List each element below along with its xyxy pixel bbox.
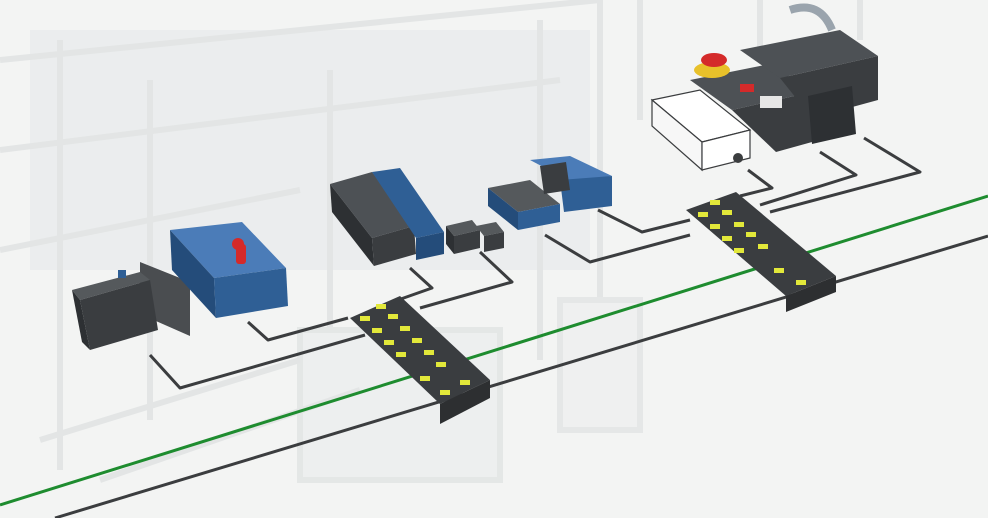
door-handle-actuator	[740, 3, 878, 144]
safety-tongue-interlock	[530, 156, 612, 212]
io-module-left	[350, 296, 490, 424]
estop-button-icon	[701, 53, 727, 67]
guard-locking-magnet	[330, 168, 444, 266]
hinge-safety-switch	[72, 262, 190, 350]
sensor-actuator-pair	[488, 180, 560, 230]
io-module-right	[686, 192, 836, 312]
solenoid-interlock	[170, 222, 288, 318]
bus-line-green	[0, 194, 988, 507]
estop-base-icon	[694, 62, 730, 78]
device-cables	[148, 136, 922, 390]
rfid-sensor-pair	[446, 220, 504, 254]
compact-sensor-outline	[650, 89, 752, 172]
